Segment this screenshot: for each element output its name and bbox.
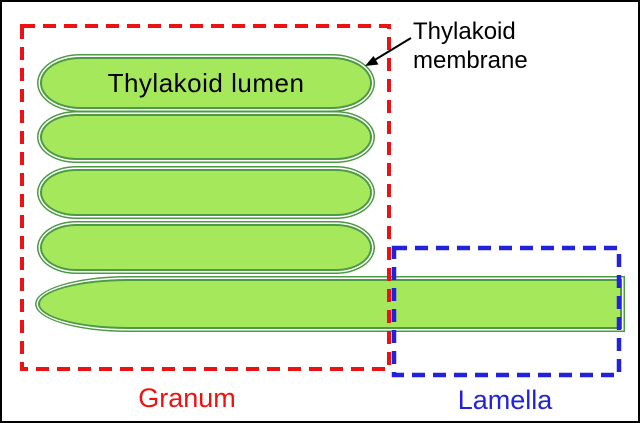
thylakoid-1: Thylakoid lumen xyxy=(40,57,372,109)
lamella-thylakoid xyxy=(38,279,622,329)
membrane-arrow-head xyxy=(365,56,379,66)
thylakoid-membrane-label: Thylakoid membrane xyxy=(413,18,528,74)
thylakoid-2 xyxy=(40,114,372,160)
membrane-arrow-line xyxy=(372,37,412,62)
thylakoid-4 xyxy=(40,224,372,271)
granum-label: Granum xyxy=(138,383,236,413)
thylakoid-lumen-label: Thylakoid lumen xyxy=(107,67,305,98)
thylakoid-3 xyxy=(40,169,372,216)
lamella-label: Lamella xyxy=(457,385,553,415)
